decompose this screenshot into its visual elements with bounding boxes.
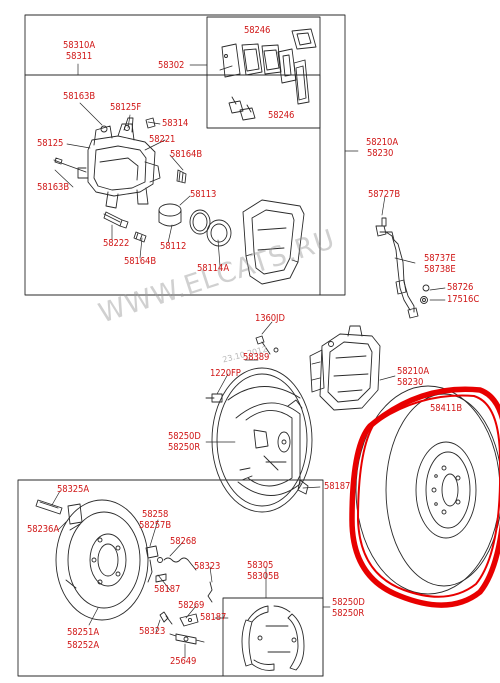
part-label[interactable]: 58737E [424,253,456,264]
part-label[interactable]: 58257B [139,520,172,531]
part-label[interactable]: 58163B [37,182,70,193]
part-label[interactable]: 1360JD [255,313,285,324]
part-label[interactable]: 58222 [103,238,130,249]
part-label[interactable]: 58230 [397,377,424,388]
rear-caliper-middle [205,325,381,411]
part-label[interactable]: 58411B [430,403,463,414]
part-label[interactable]: 58268 [170,536,197,547]
part-label[interactable]: 58738E [424,264,456,275]
frames [17,14,346,677]
part-label[interactable]: 58311 [65,51,93,62]
part-label[interactable]: 58325A [57,484,89,495]
red-highlight-circle [349,386,500,608]
caliper-assembly [53,117,305,285]
part-label[interactable]: 58236A [27,524,59,535]
part-label[interactable]: 58230 [367,148,394,159]
part-label[interactable]: 58187 [154,584,181,595]
parking-brake-backing-plate [211,367,313,513]
part-label[interactable]: 58163B [63,91,96,102]
part-label[interactable]: 17516C [447,294,480,305]
part-label[interactable]: 58314 [162,118,189,129]
brake-disc [355,385,500,595]
part-label[interactable]: 58389 [243,352,270,363]
part-label[interactable]: 58114A [197,263,229,274]
part-label[interactable]: 1220FP [210,368,241,379]
part-label[interactable]: 58258 [142,509,169,520]
brake-hose [375,217,430,319]
part-label[interactable]: 58125F [110,102,142,113]
part-label[interactable]: 58250R [332,608,365,619]
part-label[interactable]: 58246 [244,25,271,36]
part-label[interactable]: 58250R [168,442,201,453]
part-label[interactable]: 58210A [397,366,429,377]
brake-pad-frame [206,16,321,129]
part-label[interactable]: 58305 [247,560,274,571]
parking-brake-shoes [241,605,305,671]
brake-pads [219,28,317,121]
part-label[interactable]: 58726 [447,282,474,293]
part-label[interactable]: 58221 [149,134,176,145]
dust-shield-assembly [35,499,213,645]
red-highlight-inner [357,394,500,598]
part-label[interactable]: 58251A [67,627,99,638]
part-label[interactable]: 58113 [190,189,217,200]
part-label[interactable]: 58210A [366,137,398,148]
part-label[interactable]: 58250D [168,431,201,442]
part-label[interactable]: 58164B [170,149,203,160]
part-label[interactable]: 58125 [37,138,64,149]
part-label[interactable]: 58187 [200,612,227,623]
part-label[interactable]: 58302 [158,60,185,71]
part-label[interactable]: 58250D [332,597,365,608]
part-label[interactable]: 58252A [67,640,99,651]
part-label[interactable]: 58727B [368,189,401,200]
part-label[interactable]: 58112 [160,241,187,252]
part-label[interactable]: 58323 [194,561,221,572]
part-label[interactable]: 58310A [63,40,95,51]
part-label[interactable]: 58323 [139,626,166,637]
part-label[interactable]: 58269 [178,600,205,611]
part-label[interactable]: 58187 [324,481,351,492]
caliper-kit-frame [24,14,346,296]
shoe-kit-frame [222,597,324,677]
part-label[interactable]: 58164B [124,256,157,267]
part-label[interactable]: 25649 [170,656,197,667]
part-label[interactable]: 58305B [247,571,280,582]
part-label[interactable]: 58246 [268,110,295,121]
